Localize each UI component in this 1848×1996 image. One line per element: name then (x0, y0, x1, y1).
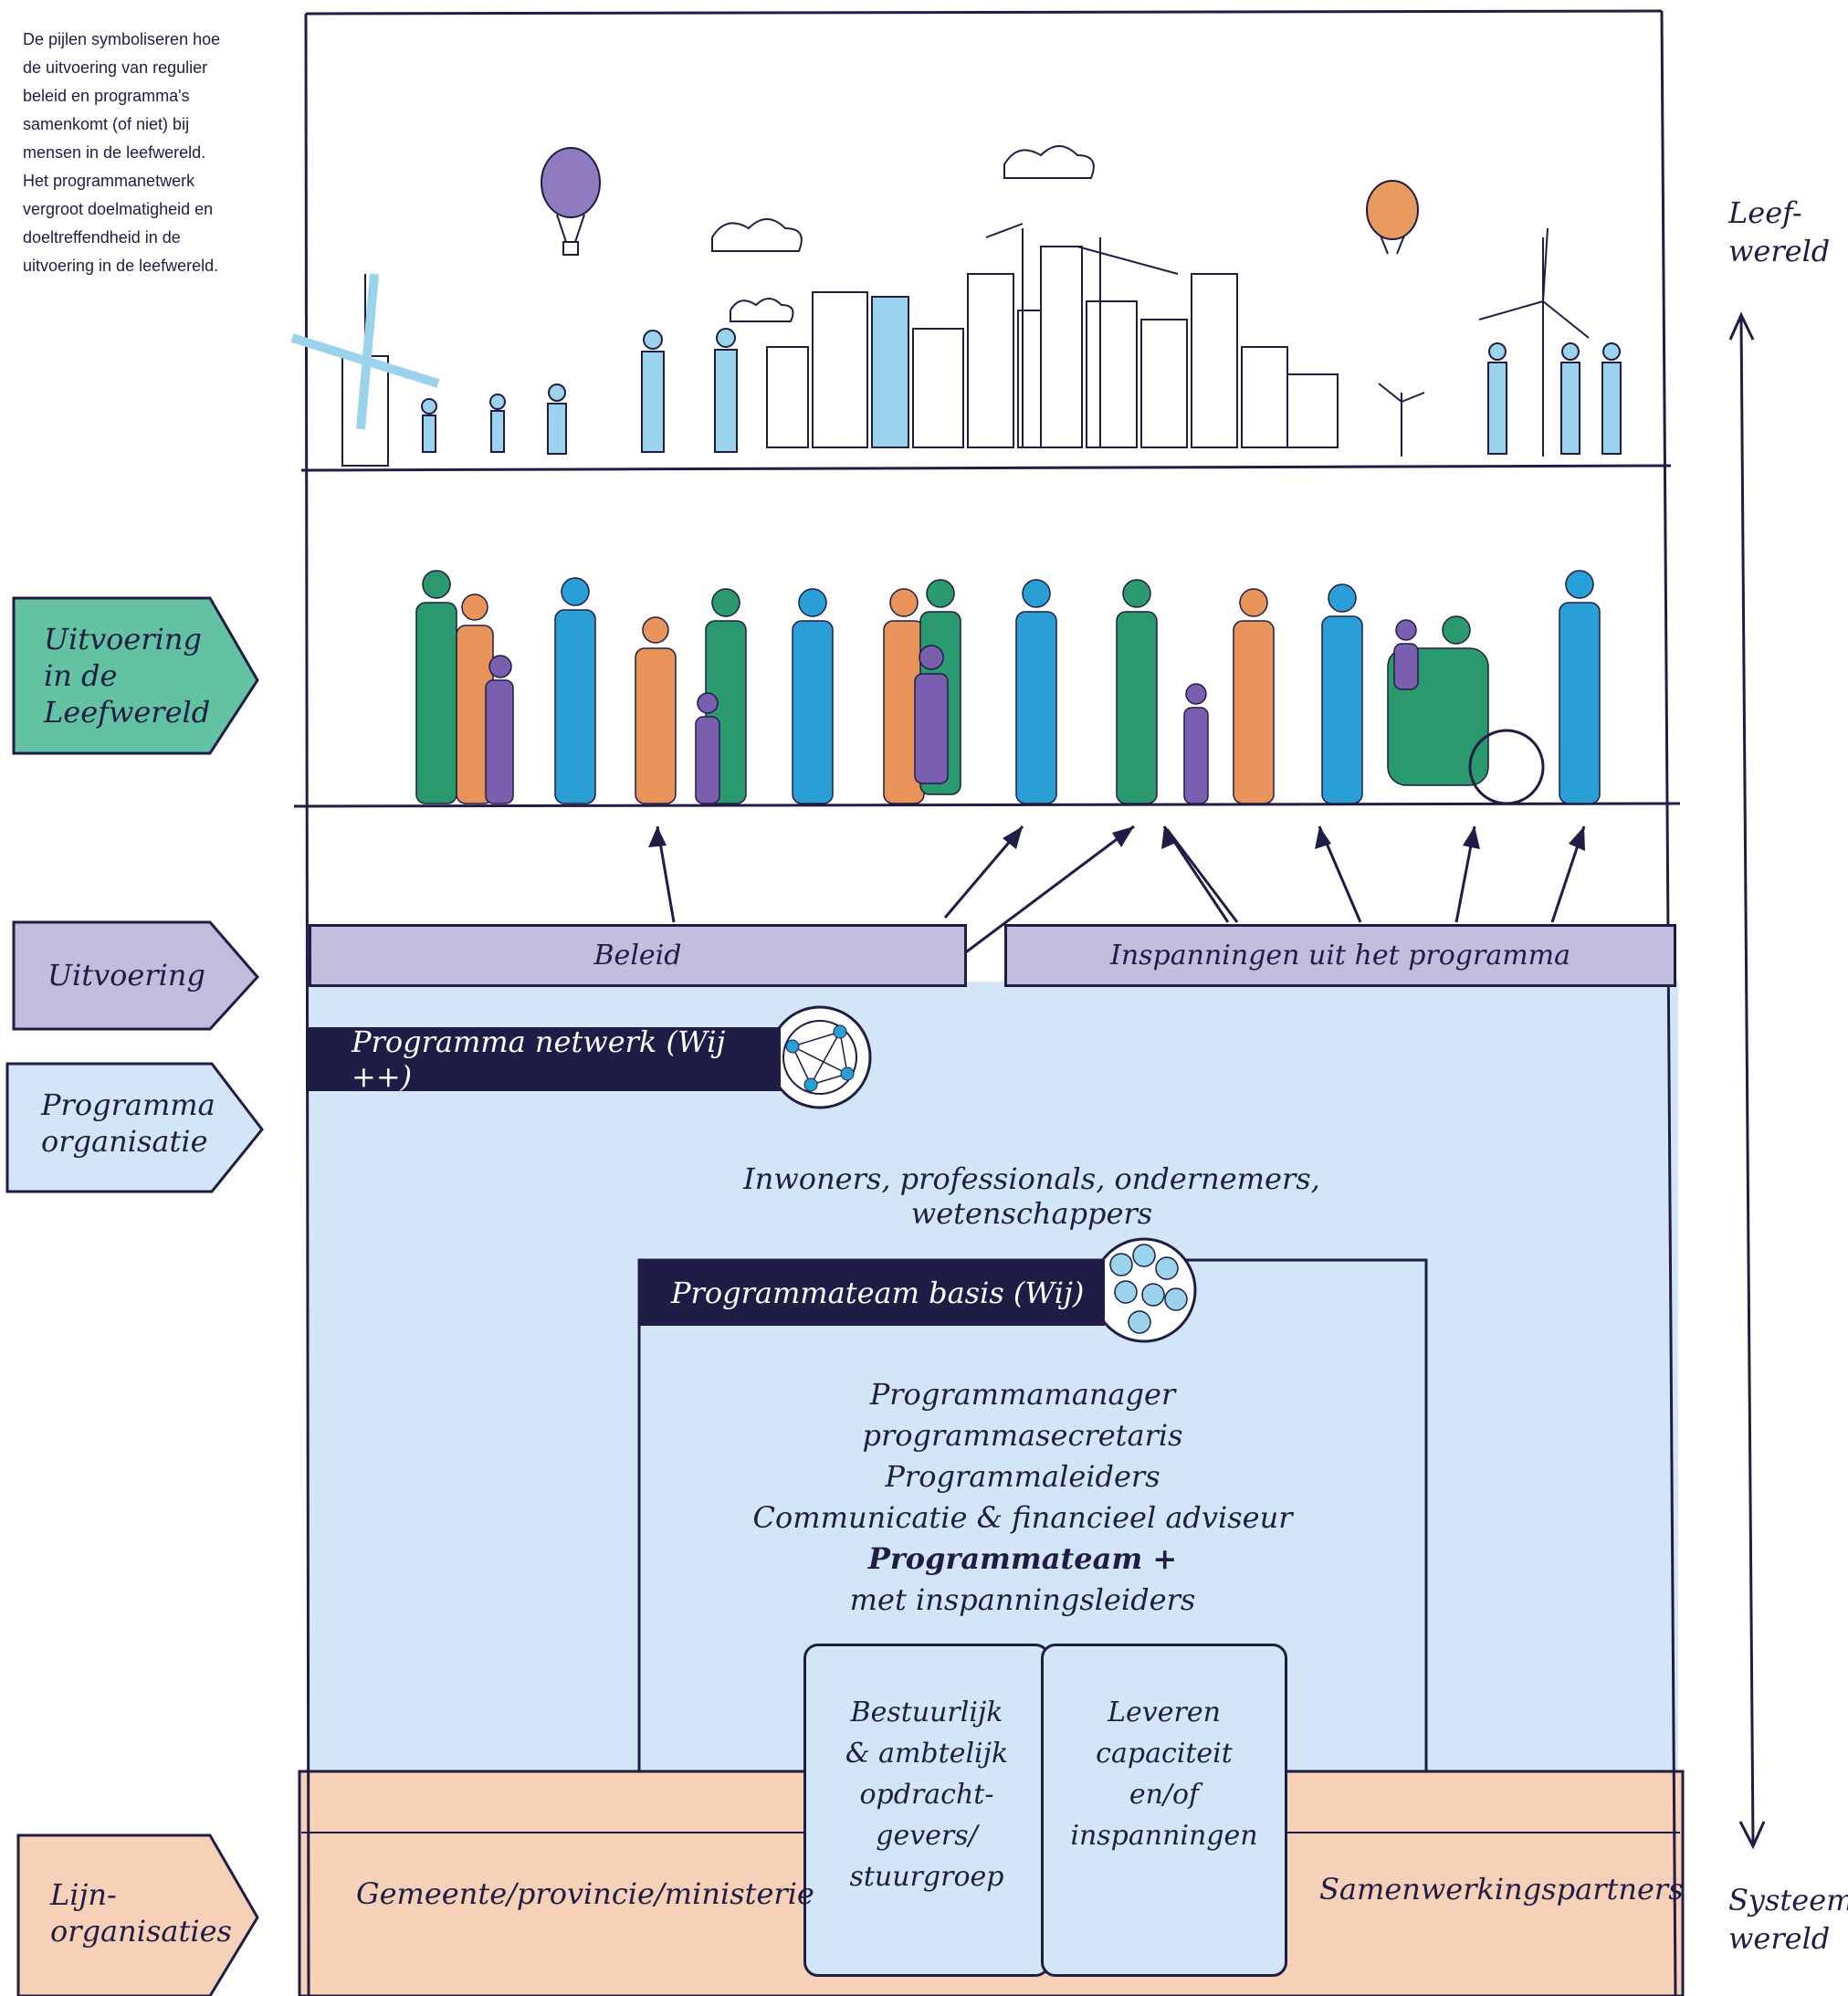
beleid-label: Beleid (593, 940, 682, 972)
team-icon (1091, 1237, 1197, 1343)
netwerk-members: Inwoners, professionals, ondernemers, we… (743, 1161, 1320, 1231)
role-team-plus: Programmateam + (867, 1541, 1178, 1576)
inspanningen-label: Inspanningen uit het programma (1109, 940, 1571, 972)
chevron-leefwereld (12, 596, 259, 755)
axis-arrow (1728, 311, 1766, 1850)
role-programmamanager: Programmamanager (869, 1377, 1176, 1412)
team-banner-label: Programmateam basis (Wij) (671, 1276, 1085, 1310)
netwerk-banner-label: Programma netwerk (Wij ++) (352, 1024, 726, 1094)
label-programma: Programma organisatie (41, 1087, 215, 1159)
axis-top-label: Leef- wereld (1728, 195, 1831, 268)
intro-text: De pijlen symboliseren hoe de uitvoering… (23, 30, 221, 275)
role-programmasecretaris: programmasecretaris (862, 1418, 1183, 1453)
axis-bottom-label: Systeem- wereld (1728, 1883, 1848, 1956)
role-programmaleiders: Programmaleiders (885, 1459, 1160, 1494)
label-uitvoering: Uitvoering (47, 958, 205, 993)
people-row (415, 570, 1601, 805)
leveren-box: Leveren capaciteit en/of inspanningen (1041, 1644, 1287, 1977)
inspanningen-box: Inspanningen uit het programma (1004, 924, 1676, 987)
label-leefwereld: Uitvoering in de Leefwereld (44, 622, 211, 730)
bestuurlijk-box: Bestuurlijk & ambtelijk opdracht- gevers… (803, 1644, 1050, 1977)
label-lijn: Lijn- organisaties (50, 1877, 232, 1949)
samenwerking-label: Samenwerkingspartners (1319, 1872, 1684, 1907)
gemeente-label: Gemeente/provincie/ministerie (356, 1876, 814, 1911)
beleid-box: Beleid (309, 924, 967, 987)
role-adviseur: Communicatie & financieel adviseur (752, 1500, 1293, 1535)
chevron-lijn (16, 1833, 259, 1996)
netwerk-banner: Programma netwerk (Wij ++) (306, 1024, 781, 1094)
chevron-programma (5, 1062, 264, 1193)
network-icon (768, 1005, 872, 1109)
city-illustration (290, 145, 1622, 467)
roles-list: Programmamanager programmasecretaris Pro… (712, 1374, 1333, 1621)
team-banner: Programmateam basis (Wij) (639, 1260, 1105, 1326)
role-team-plus-sub: met inspanningsleiders (849, 1582, 1196, 1617)
chevron-uitvoering (12, 920, 260, 1031)
